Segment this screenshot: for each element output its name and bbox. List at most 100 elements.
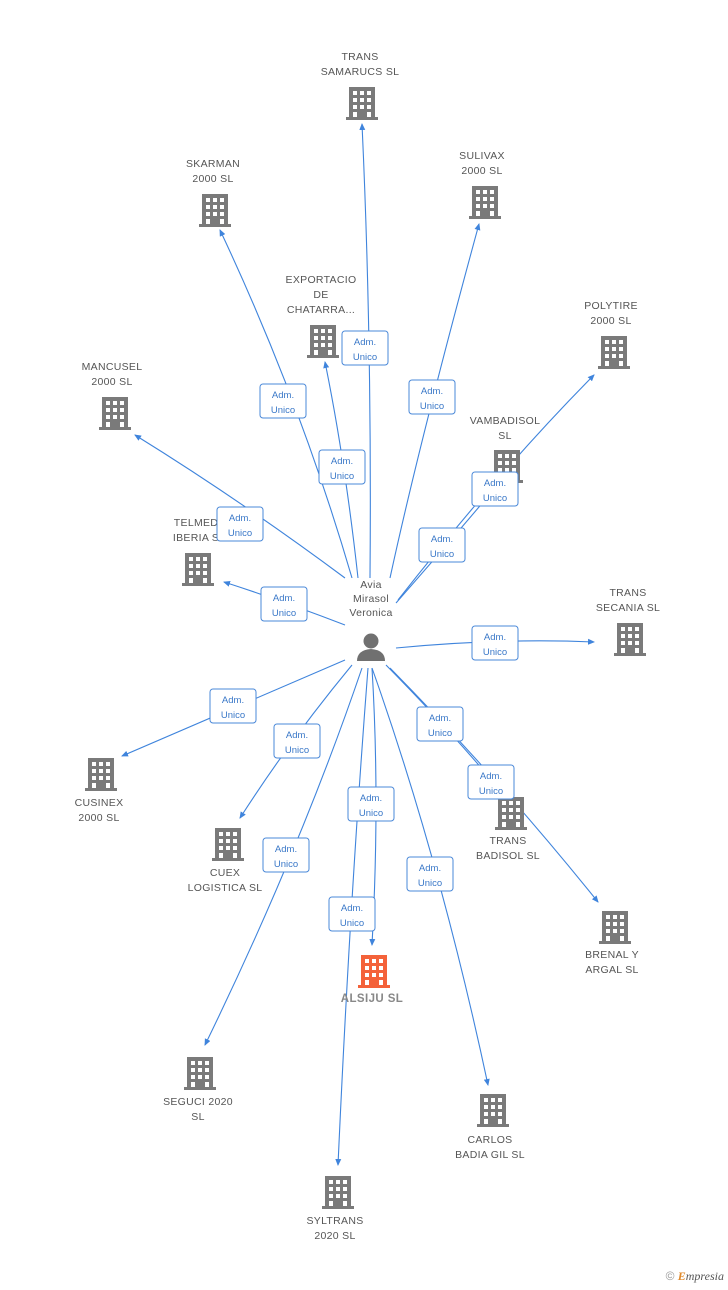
person-icon bbox=[357, 633, 385, 661]
edge-label-text: Unico bbox=[221, 710, 245, 721]
edge-label-alsiju[interactable]: Adm. Unico bbox=[347, 786, 395, 822]
edge-label-trans-badisol[interactable]: Adm.Unico bbox=[416, 706, 464, 742]
building-icon bbox=[598, 336, 630, 369]
company-label-line: TRANS bbox=[489, 835, 526, 847]
company-label-line: CUSINEX bbox=[75, 797, 124, 809]
company-node-polytire[interactable]: POLYTIRE 2000 SL bbox=[584, 300, 638, 369]
edge-label-text: Adm. bbox=[360, 793, 382, 804]
company-label-line: CARLOS bbox=[468, 1134, 513, 1146]
edge-label-text: Unico bbox=[272, 608, 296, 619]
person-name-line: Veronica bbox=[349, 607, 392, 619]
company-label-line: SAMARUCS SL bbox=[321, 66, 400, 78]
building-icon bbox=[469, 186, 501, 219]
company-node-skarman[interactable]: SKARMAN 2000 SL bbox=[186, 158, 240, 227]
edge-label-brenal[interactable]: Adm.Unico bbox=[467, 764, 515, 800]
company-label-line: LOGISTICA SL bbox=[188, 882, 263, 894]
edge-label-text: Unico bbox=[359, 808, 383, 819]
edge-label-text: Adm. bbox=[341, 903, 363, 914]
company-label-line: SECANIA SL bbox=[596, 602, 660, 614]
edge-label-seguci[interactable]: Adm.Unico bbox=[262, 837, 310, 873]
edge-label-text: Adm. bbox=[229, 513, 251, 524]
edge-label-vambadisol[interactable]: Adm. Unico bbox=[471, 471, 519, 507]
person-name-line: Mirasol bbox=[353, 593, 389, 605]
edge-label-text: Unico bbox=[340, 918, 364, 929]
center-person[interactable]: Avia Mirasol Veronica bbox=[349, 579, 392, 661]
building-icon bbox=[85, 758, 117, 791]
edge-label-text: Adm. bbox=[480, 771, 502, 782]
edge-label-cusinex[interactable]: Adm. Unico bbox=[209, 688, 257, 724]
edge-label-text: Adm. bbox=[273, 593, 295, 604]
company-label-line: BADISOL SL bbox=[476, 850, 540, 862]
company-label-line: POLYTIRE bbox=[584, 300, 638, 312]
company-node-trans-samarucs[interactable]: TRANS SAMARUCS SL bbox=[321, 51, 400, 120]
building-icon bbox=[182, 553, 214, 586]
edge-label-trans-secania[interactable]: Adm.Unico bbox=[471, 625, 519, 661]
edge-label-text: Adm. bbox=[419, 863, 441, 874]
edge-label-sulivax[interactable]: Adm.Unico bbox=[408, 379, 456, 415]
empresia-logo: Empresia bbox=[677, 1269, 724, 1283]
edge-mancusel bbox=[134, 434, 346, 579]
building-icon bbox=[358, 955, 390, 988]
company-node-syltrans[interactable]: SYLTRANS 2020 SL bbox=[306, 1176, 363, 1242]
company-node-alsiju[interactable]: ALSIJU SL bbox=[341, 955, 403, 1005]
company-node-trans-badisol[interactable]: TRANS BADISOL SL bbox=[476, 797, 540, 862]
company-label-line: 2000 SL bbox=[78, 812, 119, 824]
edge-label-skarman[interactable]: Adm.Unico bbox=[259, 383, 307, 419]
building-icon bbox=[199, 194, 231, 227]
company-label-line: 2020 SL bbox=[314, 1230, 355, 1242]
company-node-exportacio[interactable]: EXPORTACIODECHATARRA... bbox=[286, 274, 357, 358]
nodes: TRANS SAMARUCS SL SKARMAN 2000 SL SULIVAX200… bbox=[75, 51, 660, 1242]
edge-sulivax bbox=[389, 223, 481, 579]
company-node-carlos[interactable]: CARLOS BADIA GIL SL bbox=[455, 1094, 525, 1161]
company-label-line: SEGUCI 2020 bbox=[163, 1096, 233, 1108]
edge-label-text: Unico bbox=[430, 549, 454, 560]
company-label-line: TRANS bbox=[341, 51, 378, 63]
company-label-line: SYLTRANS bbox=[306, 1215, 363, 1227]
edge-label-text: Adm. bbox=[484, 632, 506, 643]
company-label-line: EXPORTACIO bbox=[286, 274, 357, 286]
company-label-line: ARGAL SL bbox=[585, 964, 638, 976]
company-label-line: BADIA GIL SL bbox=[455, 1149, 525, 1161]
edge-label-text: Unico bbox=[285, 745, 309, 756]
edge-label-text: Adm. bbox=[484, 478, 506, 489]
company-node-cusinex[interactable]: CUSINEX 2000 SL bbox=[75, 758, 124, 824]
edge-label-text: Unico bbox=[271, 405, 295, 416]
building-icon bbox=[212, 828, 244, 861]
company-label-line: 2000 SL bbox=[590, 315, 631, 327]
edge-label-mancusel[interactable]: Adm.Unico bbox=[216, 506, 264, 542]
company-label-line: SL bbox=[191, 1111, 204, 1123]
company-label-line: 2000 SL bbox=[192, 173, 233, 185]
edge-label-syltrans[interactable]: Adm. Unico bbox=[328, 896, 376, 932]
edge-label-text: Adm. bbox=[421, 386, 443, 397]
copyright-symbol: © bbox=[665, 1269, 675, 1283]
building-icon bbox=[599, 911, 631, 944]
edge-label-text: Adm. bbox=[222, 695, 244, 706]
edge-label-text: Adm. bbox=[354, 337, 376, 348]
edge-label-polytire[interactable]: Adm. Unico bbox=[418, 527, 466, 563]
edge-label-text: Unico bbox=[274, 859, 298, 870]
building-icon bbox=[495, 797, 527, 830]
edge-label-cuex[interactable]: Adm.Unico bbox=[273, 723, 321, 759]
edge-label-text: Adm. bbox=[431, 534, 453, 545]
footer-brand[interactable]: © Empresia bbox=[666, 1269, 724, 1284]
company-label-line: SKARMAN bbox=[186, 158, 240, 170]
edge-label-carlos[interactable]: Adm. Unico bbox=[406, 856, 454, 892]
edge-label-text: Unico bbox=[483, 493, 507, 504]
company-label-line: VAMBADISOL bbox=[470, 415, 541, 427]
company-label-line: ALSIJU SL bbox=[341, 993, 403, 1005]
edge-label-trans-samarucs[interactable]: Adm.Unico bbox=[341, 330, 389, 366]
edge-label-text: Unico bbox=[418, 878, 442, 889]
edge-label-telmed[interactable]: Adm. Unico bbox=[260, 586, 308, 622]
edge-label-exportacio[interactable]: Adm.Unico bbox=[318, 449, 366, 485]
building-icon bbox=[307, 325, 339, 358]
person-name-line: Avia bbox=[360, 579, 381, 591]
